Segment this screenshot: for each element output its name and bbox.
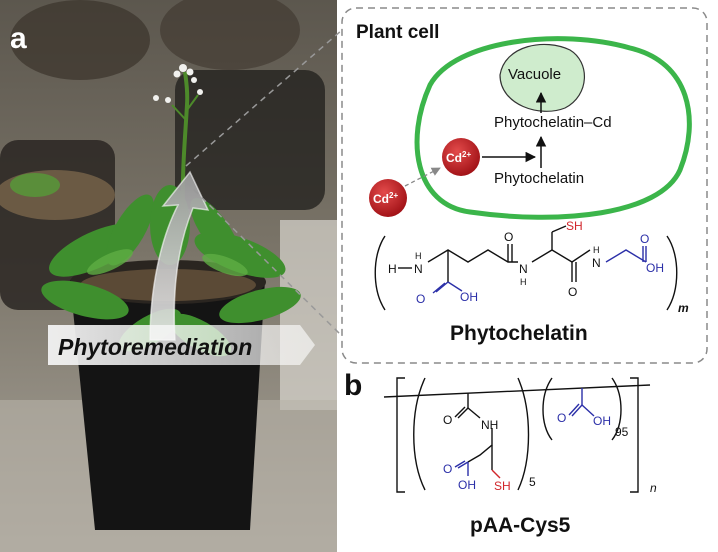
phytochelatin-name: Phytochelatin xyxy=(450,322,588,345)
panel-a-label: a xyxy=(10,22,27,55)
zoom-line-bottom xyxy=(185,181,343,337)
atom-n1-h: H xyxy=(415,251,422,261)
atom-o-bottom: O xyxy=(568,285,577,299)
atom-n3: N xyxy=(592,256,601,270)
panel-b-label: b xyxy=(344,369,362,402)
subscript-5: 5 xyxy=(529,475,536,489)
atom-n3-h: H xyxy=(593,245,600,255)
paa-cys5-atoms: O NH O OH SH O OH 5 95 n xyxy=(443,411,657,495)
subscript-95: 95 xyxy=(615,425,629,439)
atom-o-left: O xyxy=(416,292,425,306)
cd-ion-inside: Cd2+ xyxy=(442,138,480,176)
plant-cell-inset xyxy=(341,7,708,364)
subscript-n: n xyxy=(650,481,657,495)
atom-oh2: OH xyxy=(593,414,611,428)
vacuole xyxy=(499,43,585,112)
phytochelatin-label: Phytochelatin xyxy=(494,170,584,187)
plant-photo xyxy=(0,0,337,552)
atom-sh-b: SH xyxy=(494,479,511,493)
phytoremediation-label: Phytoremediation xyxy=(58,334,252,360)
atom-n2-h: H xyxy=(520,277,527,287)
atom-o2: O xyxy=(443,462,452,476)
uptake-arrow xyxy=(149,170,210,341)
cell-membrane xyxy=(414,36,692,220)
atom-sh: SH xyxy=(566,219,583,233)
atom-oh1: OH xyxy=(458,478,476,492)
atom-o-right: O xyxy=(640,232,649,246)
paa-cys5-name: pAA-Cys5 xyxy=(470,514,571,537)
vacuole-label: Vacuole xyxy=(508,66,561,83)
atom-o1: O xyxy=(443,413,452,427)
atom-oh-right: OH xyxy=(646,261,664,275)
cd-ion-outside: Cd2+ xyxy=(369,179,407,217)
atom-n2: N xyxy=(519,262,528,276)
zoom-line-top xyxy=(185,29,343,167)
phytochelatin-atoms: H N H O OH O N H SH O N H O OH m xyxy=(388,219,689,315)
atom-o-top: O xyxy=(504,230,513,244)
atom-h-left: H xyxy=(388,262,397,276)
phytochelatin-structure xyxy=(374,225,678,311)
inset-title: Plant cell xyxy=(356,22,439,43)
repeat-m: m xyxy=(678,301,689,315)
atom-n1: N xyxy=(414,262,423,276)
atom-o3: O xyxy=(557,411,566,425)
complex-label: Phytochelatin–Cd xyxy=(494,114,612,131)
atom-nh: NH xyxy=(481,418,498,432)
svg-text:Cd2+: Cd2+ xyxy=(446,150,471,165)
atom-oh-left: OH xyxy=(460,290,478,304)
phytoremediation-banner xyxy=(48,325,315,365)
paa-cys5-structure xyxy=(383,377,651,493)
svg-text:Cd2+: Cd2+ xyxy=(373,191,398,206)
